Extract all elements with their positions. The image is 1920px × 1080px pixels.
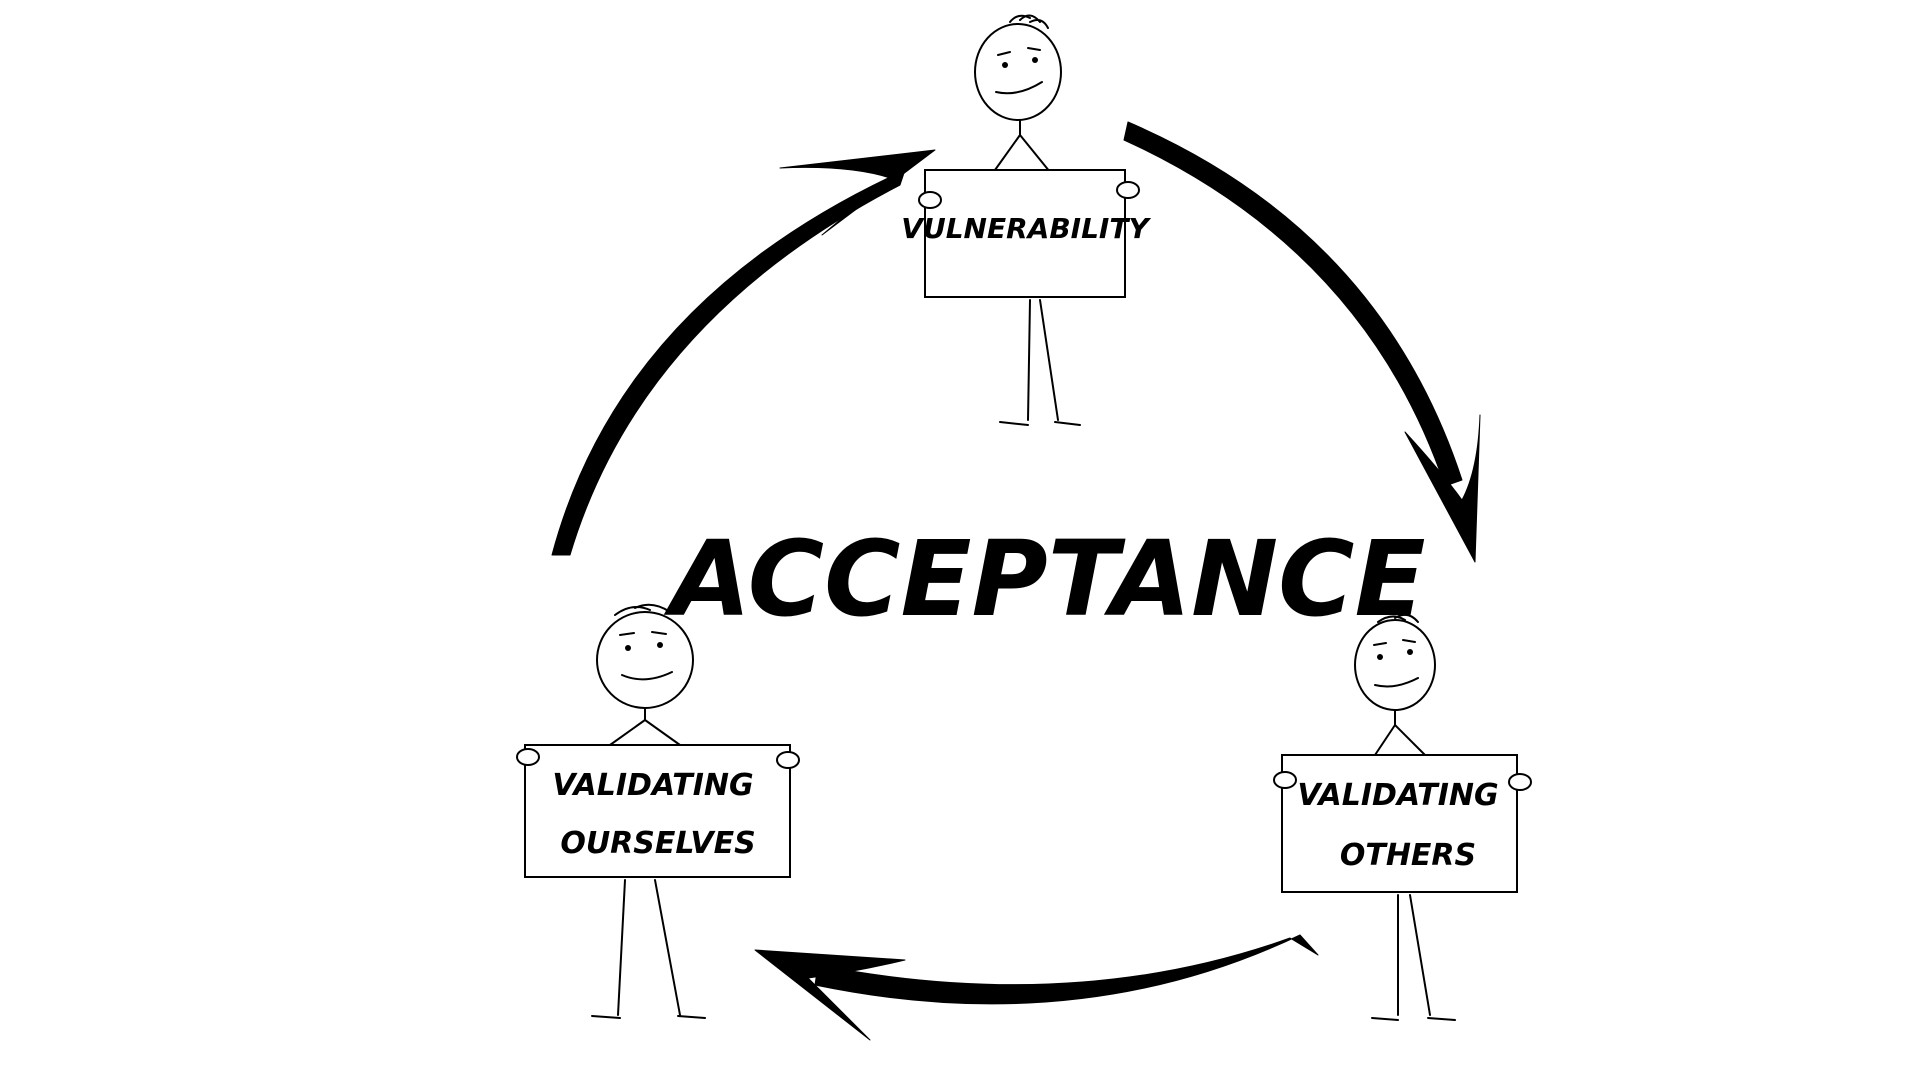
sign-label-vulnerability: VULNERABILITY: [901, 212, 1151, 245]
sign-board-vulnerability: [924, 169, 1126, 298]
sign-label-validating-ourselves-line1: VALIDATING: [552, 768, 753, 803]
sign-label-validating-others-line2: OTHERS: [1340, 838, 1476, 873]
cycle-arrows: [551, 121, 1481, 1041]
arrow-others-to-ourselves: [754, 934, 1319, 1041]
sign-board-validating-others: [1281, 754, 1518, 893]
arrow-vulnerability-to-others: [1123, 121, 1481, 563]
figure-validating-ourselves: VALIDATING OURSELVES: [516, 603, 800, 1019]
figure-validating-others: VALIDATING OTHERS: [1273, 613, 1532, 1021]
arrow-ourselves-to-vulnerability: [551, 149, 936, 556]
figure-vulnerability: VULNERABILITY: [901, 14, 1151, 426]
stick-figure-head: [974, 14, 1062, 121]
sign-label-validating-ourselves-line2: OURSELVES: [560, 826, 755, 861]
center-label-acceptance: ACCEPTANCE: [664, 518, 1426, 640]
sign-label-validating-others-line1: VALIDATING: [1297, 778, 1498, 813]
sign-board-validating-ourselves: [524, 744, 791, 878]
